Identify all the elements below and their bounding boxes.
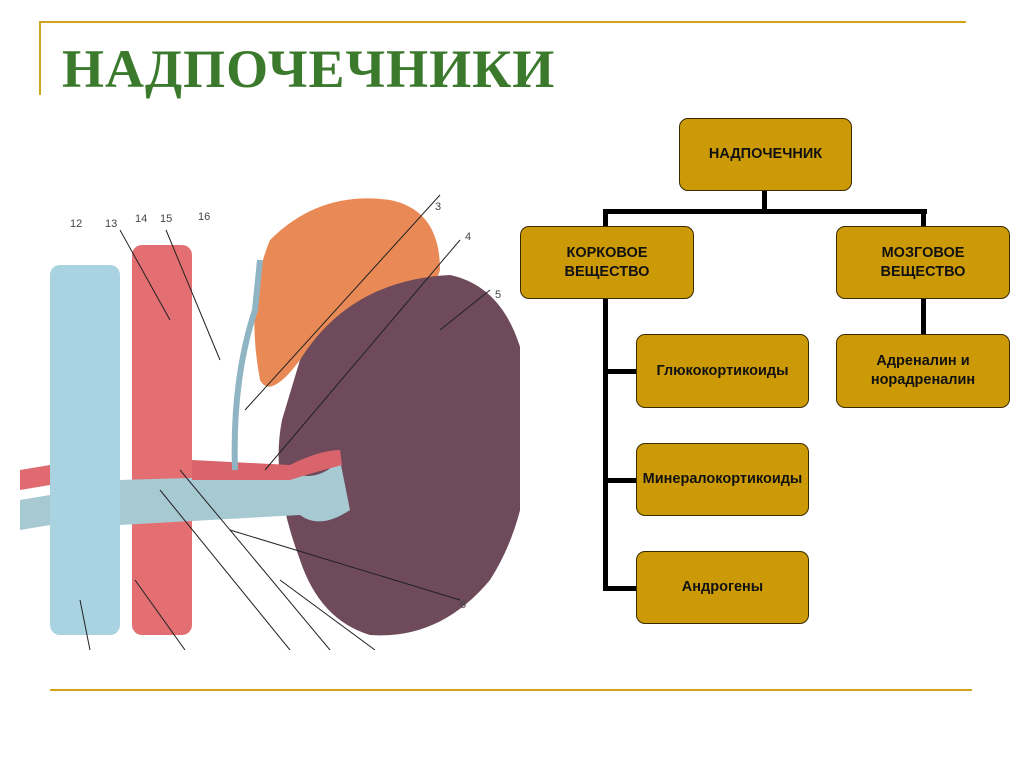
label-14: 14: [135, 213, 147, 225]
connector: [603, 478, 637, 483]
renal-artery: [192, 450, 342, 480]
node-glucocorticoids: Глюкокортикоиды: [636, 334, 809, 408]
vena-cava: [50, 265, 120, 635]
connector: [603, 298, 608, 591]
label-3: 3: [435, 201, 441, 213]
adrenal-gland: [254, 198, 440, 387]
label-12: 12: [70, 218, 82, 230]
label-5: 5: [495, 289, 501, 301]
leader-lines: [79, 194, 491, 650]
connector: [603, 209, 927, 214]
aorta: [132, 245, 192, 635]
node-cortex: КОРКОВОЕ ВЕЩЕСТВО: [520, 226, 694, 299]
left-rule: [39, 21, 41, 95]
node-mineralocorticoids: Минералокортикоиды: [636, 443, 809, 516]
connector: [921, 209, 926, 227]
label-13: 13: [105, 218, 117, 230]
top-rule: [40, 21, 966, 23]
label-15: 15: [160, 213, 172, 225]
illustration-labels: 12 13 14 15 16 3 4 5 6: [70, 201, 501, 611]
adrenal-vein: [231, 259, 263, 471]
adrenal-kidney-illustration: 12 13 14 15 16 3 4 5 6: [20, 194, 520, 650]
vessel-branch: [20, 465, 50, 490]
connector: [762, 190, 767, 214]
kidney: [278, 275, 520, 636]
label-6: 6: [460, 599, 466, 611]
connector: [603, 586, 637, 591]
label-4: 4: [465, 231, 471, 243]
label-16: 16: [198, 211, 210, 223]
connector: [603, 369, 637, 374]
connector: [603, 209, 608, 227]
slide-title: НАДПОЧЕЧНИКИ: [62, 39, 556, 99]
connector: [921, 298, 926, 335]
bottom-rule: [50, 689, 972, 691]
node-adrenal-gland: НАДПОЧЕЧНИК: [679, 118, 852, 191]
node-adrenaline: Адреналин и норадреналин: [836, 334, 1010, 408]
node-androgens: Андрогены: [636, 551, 809, 624]
vessel-branch: [20, 495, 50, 530]
node-medulla: МОЗГОВОЕ ВЕЩЕСТВО: [836, 226, 1010, 299]
